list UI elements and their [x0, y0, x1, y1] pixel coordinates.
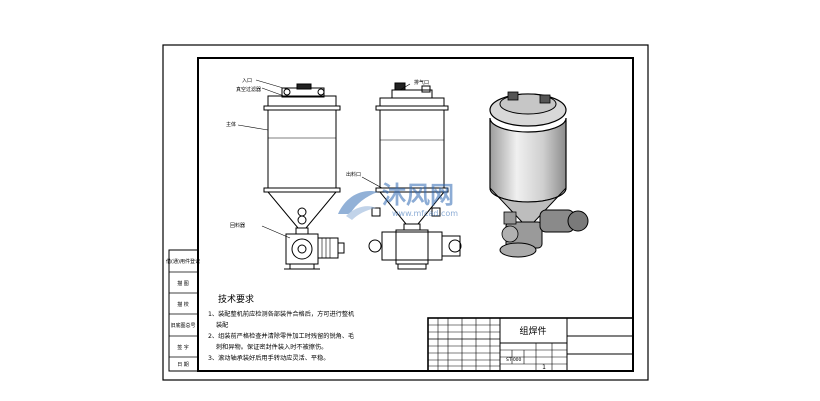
tech-requirement-line-4: 刺和异物。保证密封件装入时不被擦伤。 [216, 343, 327, 351]
tech-requirement-line-3: 2、组装前严格检查并清除零件加工时残留的锐角、毛 [208, 332, 354, 340]
tech-requirement-line-2: 装配 [216, 321, 228, 329]
label-vacuum-filter: 真空过滤器 [236, 86, 261, 93]
outer-border [162, 44, 649, 381]
side-view-leaders [361, 83, 411, 189]
watermark-brand: 沐风网 [382, 181, 454, 209]
watermark-url: www.mfcad.com [392, 209, 458, 218]
label-hopper-body: 主体 [226, 121, 236, 128]
side-label-1: 描 图 [177, 280, 189, 287]
side-label-4: 签 字 [177, 344, 189, 351]
title-block [427, 317, 634, 372]
label-discharge-port: 出料口 [346, 171, 361, 178]
label-rotary-valve: 回料器 [230, 222, 245, 229]
title-block-drawing-name: 组焊件 [519, 325, 546, 337]
side-label-0: 借(通)用件登记 [166, 258, 200, 265]
inner-frame [197, 57, 634, 372]
label-exhaust-port: 排气口 [414, 79, 429, 86]
side-label-2: 描 校 [177, 301, 189, 308]
title-block-code: ST-000 [506, 357, 522, 363]
side-view [368, 82, 462, 270]
front-view [263, 83, 345, 270]
watermark: 沐风网 www.mfcad.com [338, 181, 458, 220]
tech-requirement-line-1: 1、装配整机前应检测各部装件合格后，方可进行整机 [208, 310, 355, 318]
tech-requirement-line-5: 3、滚动轴承装好后用手转动应灵活、平稳。 [208, 354, 330, 362]
side-label-5: 日 期 [177, 362, 189, 368]
front-view-leaders [237, 79, 291, 239]
tech-requirements: 技术要求 1、装配整机前应检测各部装件合格后，方可进行整机 装配 2、组装前严格… [208, 293, 355, 362]
side-label-3: 旧底图总号 [170, 322, 195, 329]
side-registration-panel: 借(通)用件登记 描 图 描 校 旧底图总号 签 字 日 期 [166, 249, 200, 372]
tech-requirements-title: 技术要求 [218, 293, 254, 305]
watermark-logo-icon [338, 190, 378, 214]
isometric-view [489, 91, 589, 258]
title-block-scale: 1 [542, 364, 546, 371]
label-inlet-top: 入口 [242, 78, 252, 84]
